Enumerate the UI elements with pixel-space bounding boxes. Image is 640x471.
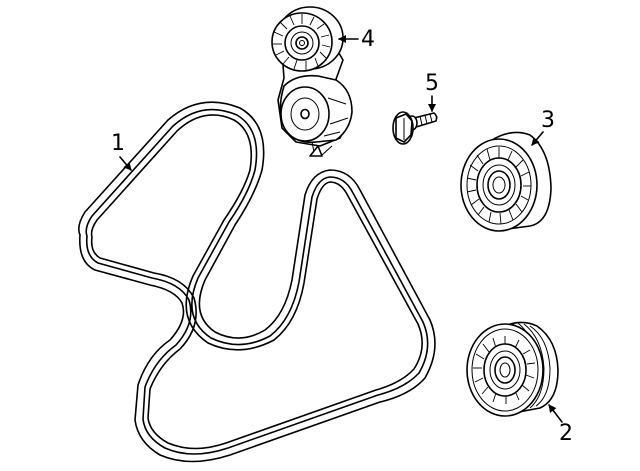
- idler-pulley-smooth: [460, 131, 552, 232]
- callout-label-4: 4: [361, 27, 375, 52]
- callout-leader-3: [531, 131, 544, 146]
- callout-3: 3: [531, 108, 555, 146]
- callout-leader-2: [548, 404, 563, 423]
- callout-label-3: 3: [541, 108, 555, 133]
- idler-pulley-grooved: [466, 321, 559, 417]
- callout-1: 1: [111, 131, 132, 171]
- belt-tensioner-assembly: [271, 6, 353, 157]
- callout-5: 5: [425, 71, 439, 112]
- callout-label-5: 5: [425, 71, 439, 96]
- callout-label-1: 1: [111, 131, 125, 156]
- serpentine-belt: [78, 101, 436, 463]
- callout-4: 4: [338, 27, 375, 52]
- bolt: [392, 111, 438, 145]
- callout-2: 2: [548, 404, 573, 446]
- callout-label-2: 2: [559, 421, 573, 446]
- callout-leader-1: [119, 156, 132, 171]
